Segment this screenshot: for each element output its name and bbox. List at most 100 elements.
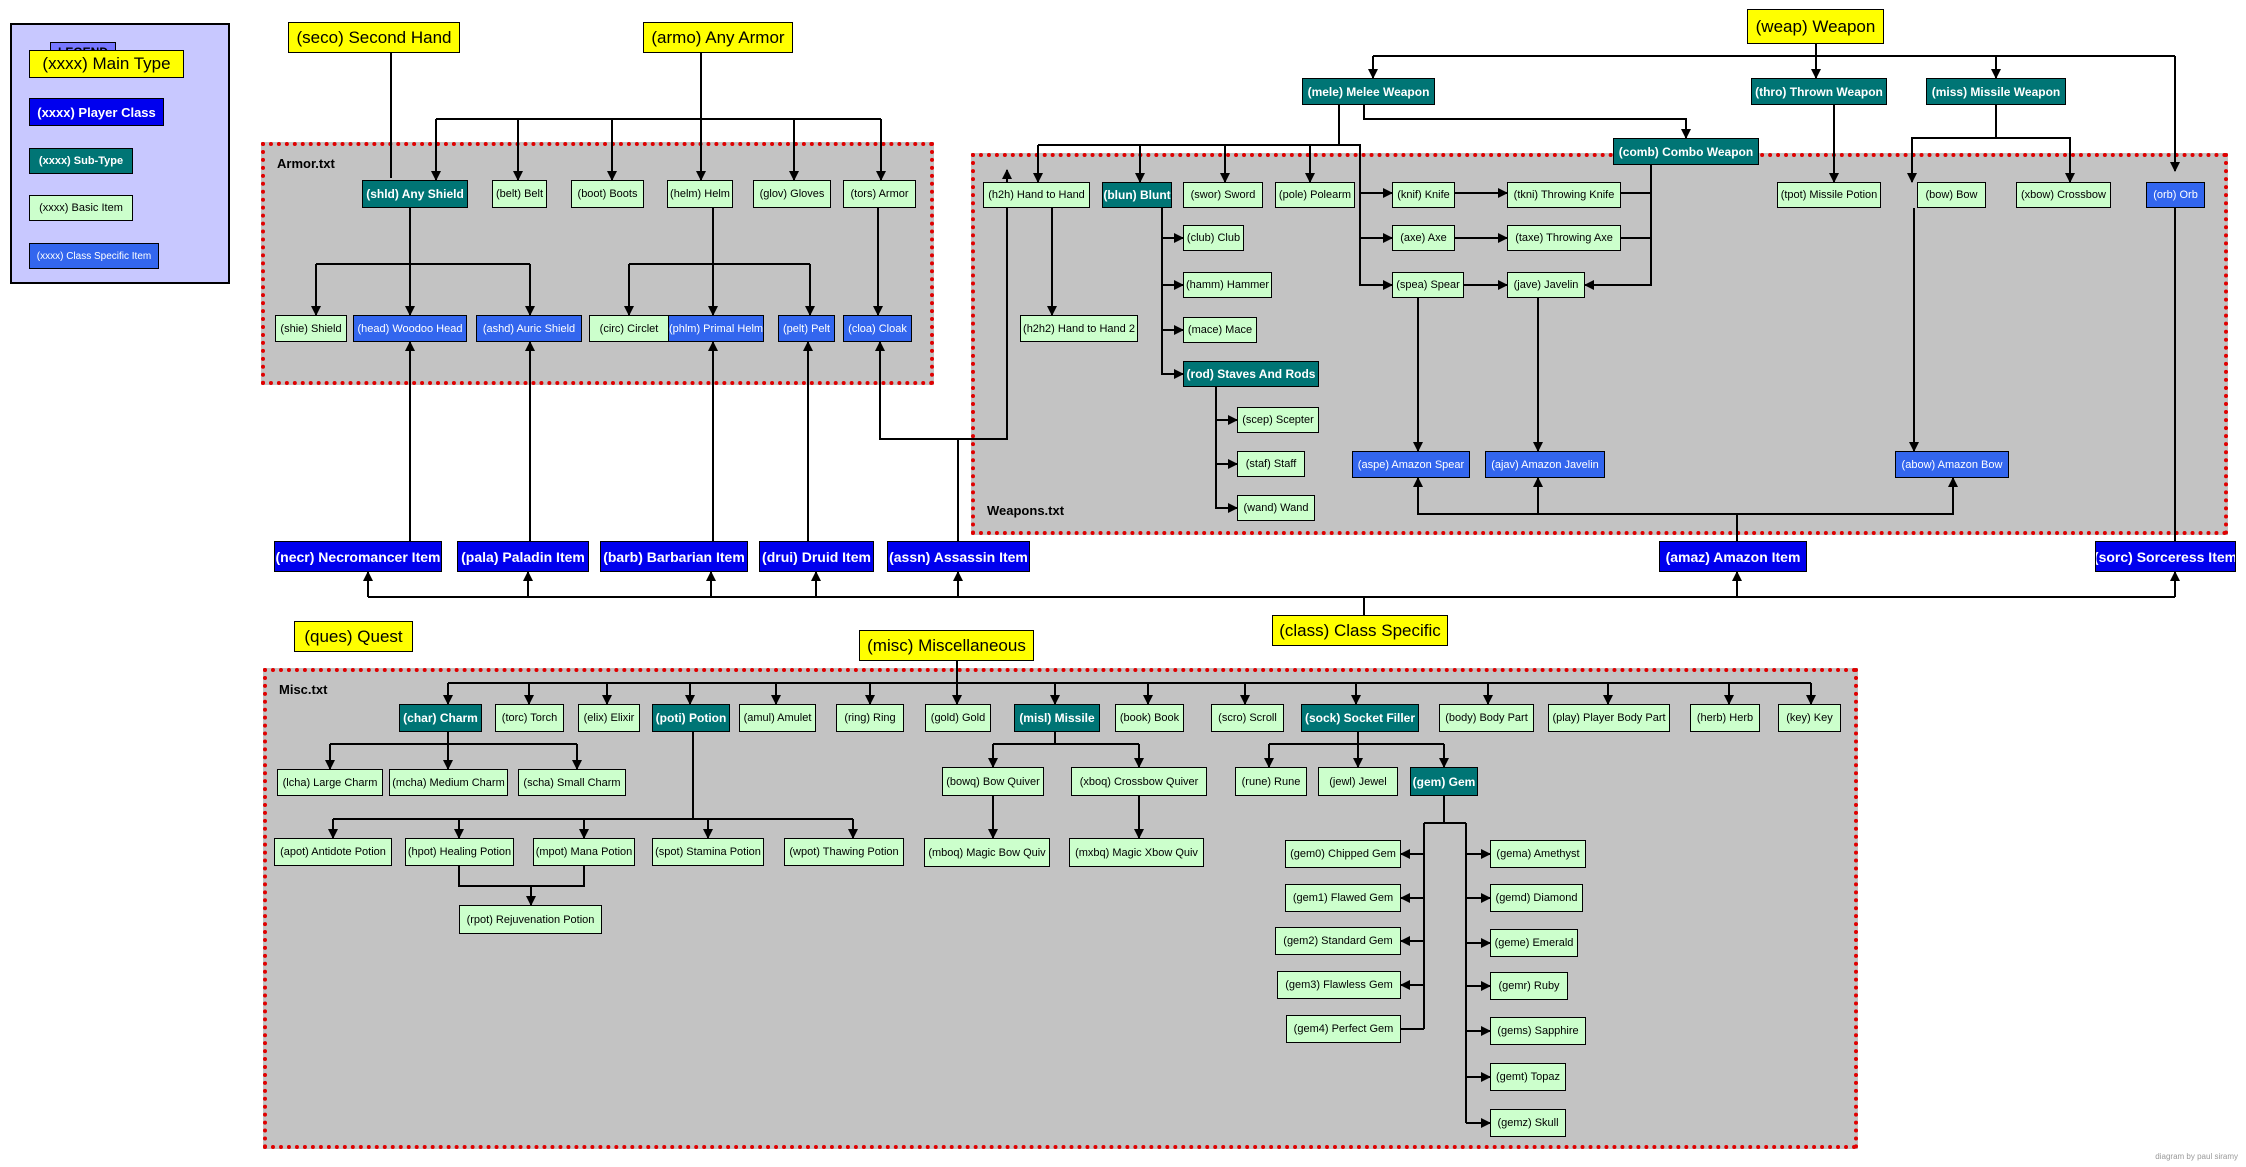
node-belt: (belt) Belt <box>492 180 547 208</box>
node-gemd: (gemd) Diamond <box>1490 884 1583 912</box>
node-gemz: (gemz) Skull <box>1490 1109 1566 1137</box>
node-shie: (shie) Shield <box>275 315 347 342</box>
node-body: (body) Body Part <box>1439 704 1534 732</box>
node-elix: (elix) Elixir <box>578 704 640 732</box>
node-pala: (pala) Paladin Item <box>457 541 589 572</box>
node-necr: (necr) Necromancer Item <box>274 541 442 572</box>
node-amul: (amul) Amulet <box>739 704 816 732</box>
node-rune: (rune) Rune <box>1235 767 1307 796</box>
legend: LEGEND (xxxx) Main Type (xxxx) Player Cl… <box>10 23 230 284</box>
node-assn: (assn) Assassin Item <box>887 541 1030 572</box>
legend-class-specific-item: (xxxx) Class Specific Item <box>29 243 159 269</box>
node-club: (club) Club <box>1183 225 1244 251</box>
node-helm: (helm) Helm <box>667 180 733 208</box>
node-miss: (miss) Missile Weapon <box>1926 78 2066 105</box>
node-swor: (swor) Sword <box>1183 182 1263 208</box>
node-abow: (abow) Amazon Bow <box>1895 451 2009 478</box>
legend-player-class: (xxxx) Player Class <box>29 98 164 126</box>
node-play: (play) Player Body Part <box>1548 704 1670 732</box>
node-apot: (apot) Antidote Potion <box>274 838 392 866</box>
node-glov: (glov) Gloves <box>753 180 831 208</box>
node-gold: (gold) Gold <box>925 704 991 732</box>
node-mxbq: (mxbq) Magic Xbow Quiv <box>1069 838 1204 867</box>
node-mele: (mele) Melee Weapon <box>1302 78 1435 105</box>
node-gem2: (gem2) Standard Gem <box>1275 927 1401 955</box>
node-drui: (drui) Druid Item <box>759 541 874 572</box>
node-cloa: (cloa) Cloak <box>843 315 912 342</box>
node-wpot: (wpot) Thawing Potion <box>784 838 904 866</box>
node-gem0: (gem0) Chipped Gem <box>1285 840 1401 868</box>
node-tpot: (tpot) Missile Potion <box>1777 182 1881 208</box>
node-book: (book) Book <box>1115 704 1184 732</box>
node-weap: (weap) Weapon <box>1747 9 1884 44</box>
node-gema: (gema) Amethyst <box>1490 840 1586 868</box>
node-aspe: (aspe) Amazon Spear <box>1352 451 1470 478</box>
node-comb: (comb) Combo Weapon <box>1613 138 1759 165</box>
node-lcha: (lcha) Large Charm <box>277 769 383 796</box>
node-torc: (torc) Torch <box>495 704 564 732</box>
node-rod: (rod) Staves And Rods <box>1183 361 1319 387</box>
node-h2h2: (h2h2) Hand to Hand 2 <box>1020 315 1138 342</box>
node-ques: (ques) Quest <box>294 621 413 652</box>
node-tors: (tors) Armor <box>843 180 916 208</box>
node-xbow: (xbow) Crossbow <box>2016 182 2111 208</box>
node-barb: (barb) Barbarian Item <box>600 541 748 572</box>
node-misc: (misc) Miscellaneous <box>859 630 1034 661</box>
node-herb: (herb) Herb <box>1690 704 1760 732</box>
node-axe: (axe) Axe <box>1392 225 1455 251</box>
node-wand: (wand) Wand <box>1237 495 1315 521</box>
node-spea: (spea) Spear <box>1392 272 1464 298</box>
node-jave: (jave) Javelin <box>1507 272 1585 298</box>
node-sock: (sock) Socket Filler <box>1301 704 1419 732</box>
node-gem3: (gem3) Flawless Gem <box>1277 971 1401 999</box>
node-key: (key) Key <box>1778 704 1841 732</box>
node-taxe: (taxe) Throwing Axe <box>1507 225 1621 251</box>
node-spot: (spot) Stamina Potion <box>652 838 764 866</box>
node-gem: (gem) Gem <box>1410 767 1478 796</box>
node-mboq: (mboq) Magic Bow Quiv <box>924 838 1050 867</box>
node-head: (head) Woodoo Head <box>353 315 467 342</box>
node-phlm: (phlm) Primal Helm <box>668 315 764 342</box>
node-hamm: (hamm) Hammer <box>1183 272 1272 298</box>
node-sorc: (sorc) Sorceress Item <box>2095 541 2236 572</box>
node-staf: (staf) Staff <box>1237 451 1305 477</box>
node-hpot: (hpot) Healing Potion <box>405 838 514 866</box>
node-jewl: (jewl) Jewel <box>1318 767 1398 796</box>
node-rpot: (rpot) Rejuvenation Potion <box>459 905 602 934</box>
misc-region-title: Misc.txt <box>279 682 328 697</box>
node-gems: (gems) Sapphire <box>1490 1017 1586 1045</box>
node-pole: (pole) Polearm <box>1275 182 1355 208</box>
node-mcha: (mcha) Medium Charm <box>389 769 508 796</box>
node-circ: (circ) Circlet <box>589 315 669 342</box>
node-gem4: (gem4) Perfect Gem <box>1286 1015 1401 1043</box>
node-class: (class) Class Specific <box>1272 615 1448 646</box>
node-bowq: (bowq) Bow Quiver <box>942 767 1044 796</box>
node-shld: (shld) Any Shield <box>362 180 468 208</box>
node-ring: (ring) Ring <box>836 704 904 732</box>
legend-main-type: (xxxx) Main Type <box>29 50 184 78</box>
legend-sub-type: (xxxx) Sub-Type <box>29 148 133 174</box>
weapons-region-title: Weapons.txt <box>987 503 1065 518</box>
node-boot: (boot) Boots <box>571 180 644 208</box>
credit-text: diagram by paul siramy <box>2155 1152 2238 1161</box>
node-amaz: (amaz) Amazon Item <box>1659 541 1807 572</box>
node-xboq: (xboq) Crossbow Quiver <box>1071 767 1207 796</box>
node-poti: (poti) Potion <box>652 704 730 732</box>
node-misl: (misl) Missile <box>1014 704 1100 732</box>
node-seco: (seco) Second Hand <box>288 22 460 53</box>
armor-region-title: Armor.txt <box>277 156 335 171</box>
node-mace: (mace) Mace <box>1183 317 1257 343</box>
node-tkni: (tkni) Throwing Knife <box>1507 182 1621 208</box>
node-scro: (scro) Scroll <box>1211 704 1284 732</box>
node-pelt: (pelt) Pelt <box>778 315 835 342</box>
node-armo: (armo) Any Armor <box>643 22 793 53</box>
node-ajav: (ajav) Amazon Javelin <box>1485 451 1605 478</box>
node-gemr: (gemr) Ruby <box>1490 972 1568 1000</box>
node-bow: (bow) Bow <box>1917 182 1986 208</box>
node-blun: (blun) Blunt <box>1102 182 1172 208</box>
node-geme: (geme) Emerald <box>1490 929 1578 957</box>
legend-basic-item: (xxxx) Basic Item <box>29 195 133 221</box>
node-orb: (orb) Orb <box>2146 182 2205 208</box>
